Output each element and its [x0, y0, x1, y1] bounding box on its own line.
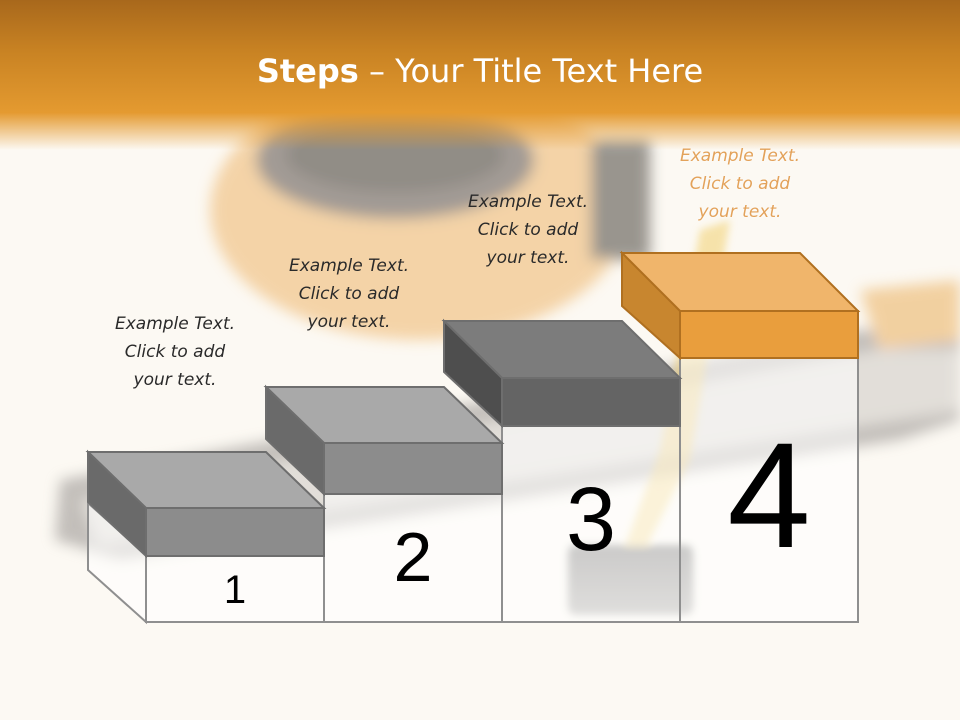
title-rest-text: – Your Title Text Here — [358, 52, 704, 90]
step-4-box[interactable] — [679, 356, 859, 623]
step-3-block[interactable] — [441, 318, 683, 429]
caption-line: Example Text. — [679, 146, 801, 166]
caption-line: your text. — [486, 248, 570, 268]
step-4-number: 4 — [727, 411, 811, 579]
caption-line: Example Text. — [114, 314, 236, 334]
title-band — [0, 0, 960, 150]
step-3-box[interactable] — [501, 424, 681, 623]
caption-line: Click to add — [124, 342, 226, 362]
step-4-caption[interactable]: Example Text. Click to add your text. — [650, 142, 830, 226]
caption-line: your text. — [698, 202, 782, 222]
slide-title[interactable]: Steps – Your Title Text Here — [0, 52, 960, 90]
caption-line: your text. — [133, 370, 217, 390]
step-3-number: 3 — [565, 470, 617, 570]
step-1-number: 1 — [223, 568, 247, 612]
step-1-caption[interactable]: Example Text. Click to add your text. — [85, 310, 265, 394]
step-4-block[interactable] — [619, 250, 861, 361]
caption-line: Click to add — [689, 174, 791, 194]
caption-line: Example Text. — [467, 192, 589, 212]
caption-line: your text. — [307, 312, 391, 332]
caption-line: Click to add — [298, 284, 400, 304]
caption-line: Click to add — [477, 220, 579, 240]
step-1-box[interactable] — [145, 554, 325, 623]
caption-line: Example Text. — [288, 256, 410, 276]
step-2-block[interactable] — [263, 384, 505, 497]
title-bold-text: Steps — [256, 52, 359, 90]
step-2-caption[interactable]: Example Text. Click to add your text. — [259, 252, 439, 336]
step-1-block[interactable] — [85, 449, 327, 559]
step-2-number: 2 — [393, 518, 433, 596]
step-3-caption[interactable]: Example Text. Click to add your text. — [438, 188, 618, 272]
